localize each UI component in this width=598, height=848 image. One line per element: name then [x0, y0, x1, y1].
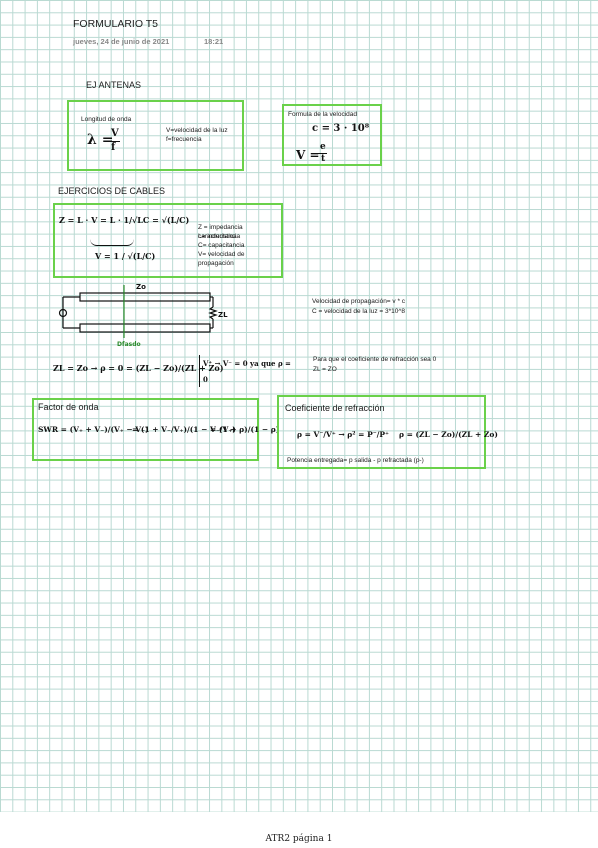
line-conductor-top: [79, 292, 211, 302]
antenas-heading: EJ ANTENAS: [86, 80, 142, 90]
bracket: [199, 355, 200, 387]
factor-onda-title: Factor de onda: [38, 402, 99, 412]
impedance-box: Z = L · V = L · 1/√LC = √(L/C) V = 1 / √…: [53, 203, 283, 278]
stub-label: Dfasdo: [117, 341, 141, 348]
velocity-label: Formula de la velocidad: [288, 111, 358, 118]
wavelength-def-v: V=velocidad de la luz: [166, 127, 228, 134]
source-symbol: [58, 308, 68, 318]
impedance-def-z: Z = impedancia característica: [198, 224, 243, 240]
impedance-def-v: V= velocidad de propagación: [198, 251, 245, 267]
propagation-line-1: Velocidad de propagación= v * c: [312, 298, 406, 305]
coef-refraccion-eq2: ρ = (ZL − Zo)/(ZL + Zo): [399, 430, 498, 439]
coef-refraccion-title: Coeficiente de refracción: [285, 403, 385, 413]
velocity-box: Formula de la velocidad c = 3 · 10⁸ V = …: [282, 104, 382, 166]
wavelength-eq-lhs: λ =: [87, 132, 114, 148]
factor-onda-box: Factor de onda SWR = (V₊ + V₋)/(V₊ − V₋)…: [32, 398, 279, 461]
line-conductor-bottom: [79, 323, 211, 333]
fraction-bar: [108, 141, 120, 142]
velocity-c-eq: c = 3 · 10⁸: [312, 123, 370, 134]
wavelength-label: Longitud de onda: [81, 116, 132, 123]
velocity-v-lhs: V =: [296, 148, 320, 162]
page-date: jueves, 24 de junio de 2021: [73, 37, 170, 46]
velocity-v-den: t: [321, 154, 326, 164]
impedance-def-c: C= capacitancia: [198, 242, 245, 249]
z0-label: Zo: [136, 283, 146, 291]
factor-onda-eq2: = (1 + V₋/V₊)/(1 − V₋/V₊): [132, 425, 236, 434]
velocity-prop-eq: V = 1 / √(L/C): [95, 251, 156, 261]
page-time: 18:21: [204, 37, 224, 46]
factor-onda-eq3: = (1 + ρ)/(1 − ρ): [210, 425, 280, 434]
page-footer: ATR2 página 1: [265, 834, 333, 844]
page-title: FORMULARIO T5: [73, 18, 158, 30]
reflection-note: V⁺ → V⁻ = 0 ya que ρ = 0: [203, 359, 291, 384]
transmission-line-diagram: Zo ZL Dfasdo: [58, 283, 228, 348]
impedance-eq: Z = L · V = L · 1/√LC = √(L/C): [59, 215, 190, 225]
cables-heading: EJERCICIOS DE CABLES: [58, 186, 166, 196]
velocity-v-num: e: [320, 142, 326, 152]
fraction-bar: [318, 153, 327, 154]
reflection-eq: ZL = Zo → ρ = 0 = (ZL − Zo)/(ZL + Zo): [53, 363, 224, 373]
wavelength-def-f: f=frecuencia: [166, 136, 202, 143]
zl-label: ZL: [218, 311, 228, 319]
grid-background: [0, 0, 598, 812]
coef-refraccion-box: Coeficiente de refracción ρ = V⁻/V⁺ → ρ²…: [277, 395, 498, 469]
wavelength-eq-num: V: [111, 128, 119, 139]
impedance-def-l: L= inductancia: [198, 233, 241, 240]
power-note: Potencia entregada= p salida - p refract…: [287, 457, 424, 464]
zero-reflection-line-2: ZL = ZO: [313, 366, 337, 373]
zero-reflection-line-1: Para que el coeficiente de refracción se…: [313, 356, 437, 363]
brace: [90, 239, 134, 246]
wavelength-eq-den: f: [111, 142, 116, 153]
wavelength-box: Longitud de onda λ = V f V=velocidad de …: [67, 100, 244, 171]
propagation-line-2: C = velocidad de la luz = 3*10^8: [312, 308, 406, 315]
coef-refraccion-eq1: ρ = V⁻/V⁺ → ρ² = P⁻/P⁺: [297, 430, 390, 439]
load-resistor: [208, 306, 218, 320]
factor-onda-eq1: SWR = (V₊ + V₋)/(V₊ − V₋): [38, 425, 149, 434]
